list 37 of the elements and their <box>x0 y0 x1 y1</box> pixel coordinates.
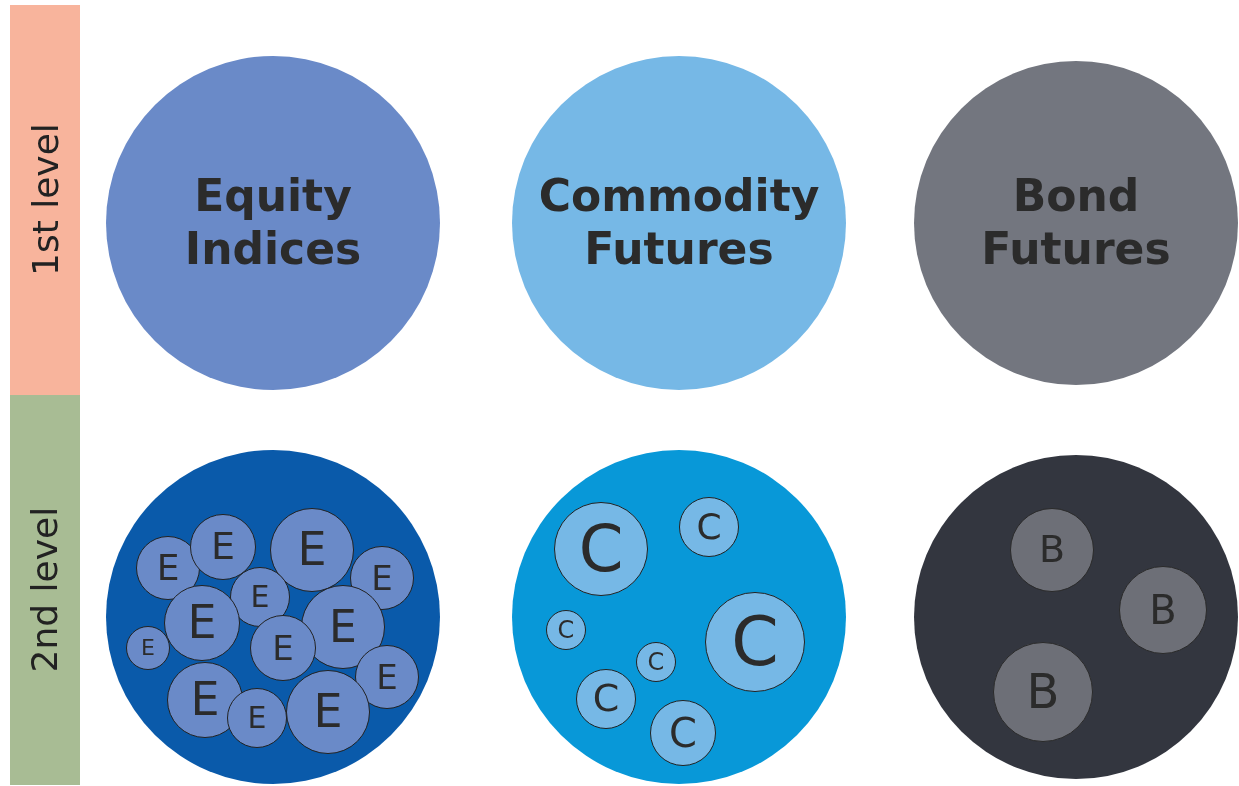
letter-label: C <box>578 510 624 588</box>
category-label: Bond Futures <box>980 170 1172 276</box>
letter-label: B <box>1149 586 1177 634</box>
letter-label: C <box>557 615 575 645</box>
letter-label: E <box>156 546 180 590</box>
letter-label: E <box>247 700 267 736</box>
letter-label: B <box>1026 663 1060 721</box>
letter-label: E <box>211 524 235 570</box>
letter-label: E <box>313 684 343 740</box>
letter-label: E <box>371 557 393 599</box>
letter-label: C <box>669 709 697 757</box>
letter-label: E <box>272 627 294 669</box>
level-band <box>10 5 80 395</box>
letter-label: C <box>696 505 722 549</box>
item-circle <box>126 626 170 670</box>
item-circle <box>546 610 586 650</box>
item-circle <box>679 497 739 557</box>
letter-label: E <box>250 579 270 615</box>
category-label: Equity Indices <box>183 170 363 276</box>
letter-label: C <box>592 676 620 722</box>
level-label: 2nd level <box>23 507 67 673</box>
letter-label: E <box>376 656 398 698</box>
category-label: Commodity Futures <box>537 170 821 276</box>
letter-label: E <box>141 634 155 662</box>
item-circle <box>636 642 676 682</box>
letter-label: E <box>187 595 217 651</box>
letter-label: C <box>731 601 779 683</box>
letter-label: E <box>297 522 327 578</box>
item-circle <box>250 615 316 681</box>
item-circle <box>227 688 287 748</box>
item-circle <box>576 669 636 729</box>
level-band <box>10 395 80 785</box>
letter-label: C <box>647 647 665 677</box>
letter-label: E <box>190 672 220 728</box>
letter-label: B <box>1038 527 1066 573</box>
level-label: 1st level <box>23 123 67 277</box>
letter-label: E <box>329 600 357 654</box>
